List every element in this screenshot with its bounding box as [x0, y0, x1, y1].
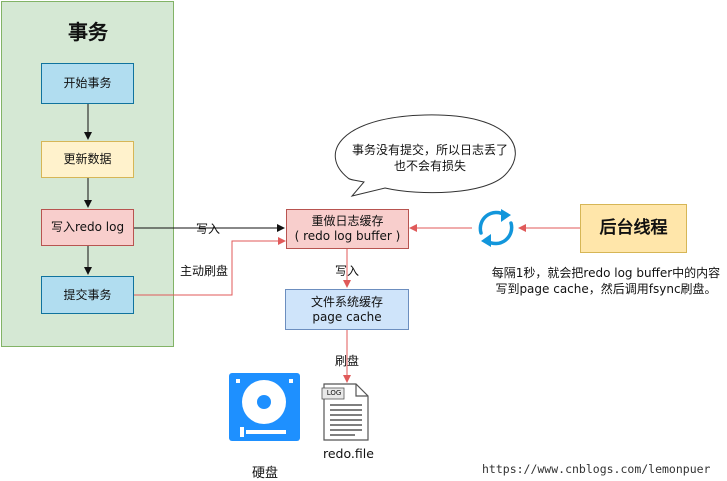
- disk-label: 硬盘: [252, 466, 279, 481]
- background-note-line2: 写到page cache，然后调用fsync刷盘。: [495, 282, 717, 296]
- background-thread-label: 后台线程: [599, 218, 668, 238]
- bubble-line2: 也不会有损失: [393, 159, 466, 173]
- refresh-icon: [478, 209, 514, 247]
- step-start-label: 开始事务: [63, 76, 112, 90]
- background-thread-box: 后台线程: [580, 204, 687, 253]
- file-label: redo.file: [323, 446, 374, 461]
- redo-buffer-line1: 重做日志缓存: [311, 214, 384, 228]
- step-commit-transaction: 提交事务: [41, 276, 134, 314]
- log-file-icon: [321, 383, 369, 441]
- hard-disk-icon: [229, 373, 300, 441]
- step-write-label: 写入redo log: [50, 220, 125, 234]
- step-update-data: 更新数据: [41, 141, 134, 178]
- label-write-in-2: 写入: [335, 264, 360, 278]
- label-flush: 刷盘: [335, 354, 360, 368]
- background-note-line1: 每隔1秒，就会把redo log buffer中的内容: [491, 266, 721, 280]
- label-active-flush: 主动刷盘: [180, 264, 229, 278]
- label-write-in-1: 写入: [196, 222, 221, 236]
- arrow-commit-to-buffer: [134, 237, 286, 296]
- page-cache-box: 文件系统缓存 page cache: [285, 289, 409, 330]
- panel-title: 事务: [68, 20, 108, 44]
- bubble-text: 事务没有提交，所以日志丢了 也不会有损失: [345, 142, 515, 174]
- redo-buffer-line2: ( redo log buffer ): [294, 229, 401, 243]
- step-write-redo-log: 写入redo log: [41, 209, 134, 246]
- watermark-credit: https://www.cnblogs.com/lemonpuer: [482, 462, 711, 476]
- bubble-line1: 事务没有提交，所以日志丢了: [351, 143, 508, 157]
- page-cache-line2: page cache: [312, 309, 382, 324]
- step-update-label: 更新数据: [63, 152, 112, 166]
- speech-bubble: [334, 114, 516, 197]
- step-commit-label: 提交事务: [63, 287, 112, 302]
- redo-log-buffer-box: 重做日志缓存 ( redo log buffer ): [286, 209, 409, 249]
- background-note: 每隔1秒，就会把redo log buffer中的内容 写到page cache…: [486, 265, 726, 297]
- step-start-transaction: 开始事务: [41, 63, 134, 104]
- file-tag: LOG: [326, 389, 342, 397]
- page-cache-line1: 文件系统缓存: [310, 294, 383, 309]
